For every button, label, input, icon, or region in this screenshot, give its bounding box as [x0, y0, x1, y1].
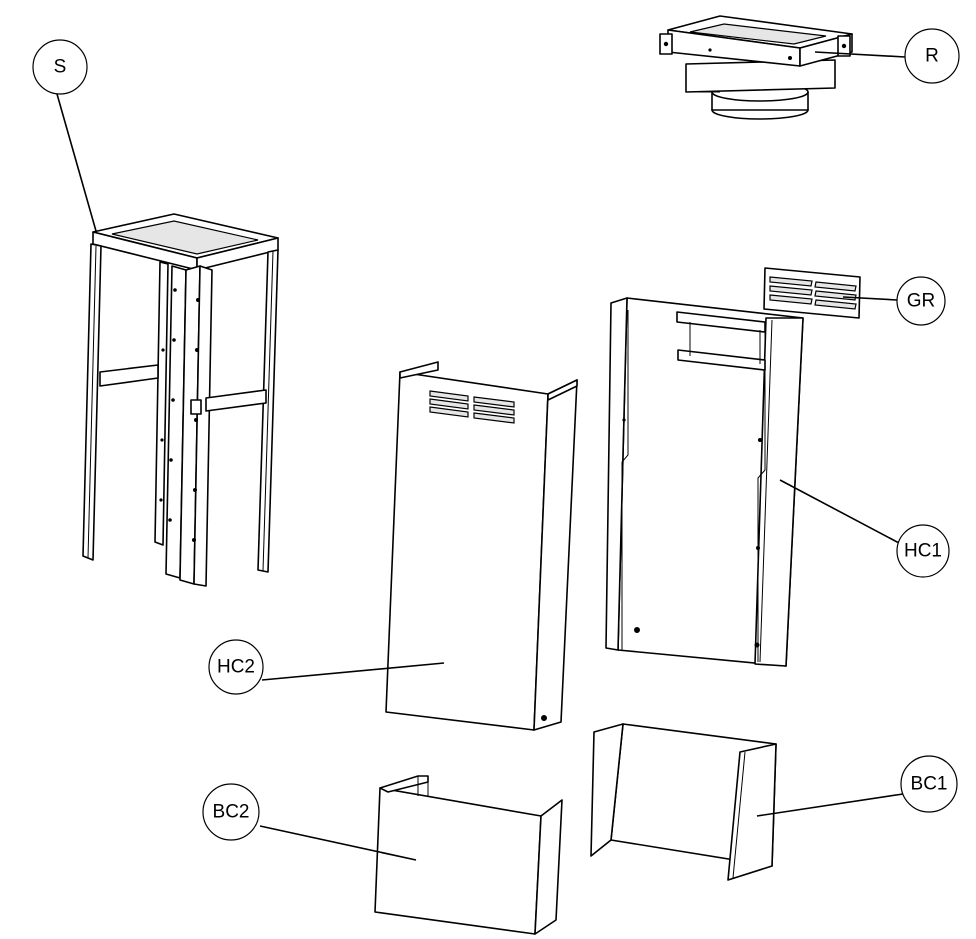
leader-line-s	[56, 93, 97, 232]
leader-line-hc1	[779, 479, 900, 544]
callout-circle-hc2	[208, 639, 264, 695]
callout-label-bc2: BC2	[213, 802, 250, 823]
callout-circle-s	[32, 39, 88, 95]
callout-circle-gr	[896, 276, 946, 326]
leader-line-gr	[842, 296, 898, 301]
callout-label-bc1: BC1	[911, 774, 948, 795]
part-upper-chimney-outer	[385, 361, 578, 731]
leader-line-bc2	[259, 825, 417, 861]
callout-label-hc2: HC2	[217, 657, 255, 678]
part-support-frame	[82, 213, 279, 587]
callout-label-gr: GR	[907, 291, 936, 312]
callout-circle-r	[904, 28, 960, 84]
part-upper-chimney-inner	[605, 297, 804, 667]
leader-line-hc2	[261, 662, 445, 681]
callout-label-r: R	[925, 46, 939, 67]
callout-label-s: S	[54, 57, 67, 78]
part-recirculation-unit	[659, 15, 853, 120]
callout-circle-hc1	[896, 524, 950, 578]
callout-label-hc1: HC1	[904, 541, 942, 562]
callout-circle-bc1	[900, 755, 958, 813]
leader-line-r	[814, 51, 906, 58]
leader-line-bc1	[756, 793, 904, 817]
callout-circle-bc2	[202, 783, 260, 841]
part-lower-chimney-outer	[374, 775, 563, 935]
part-lower-chimney-inner	[590, 723, 777, 881]
part-grille	[763, 267, 861, 319]
